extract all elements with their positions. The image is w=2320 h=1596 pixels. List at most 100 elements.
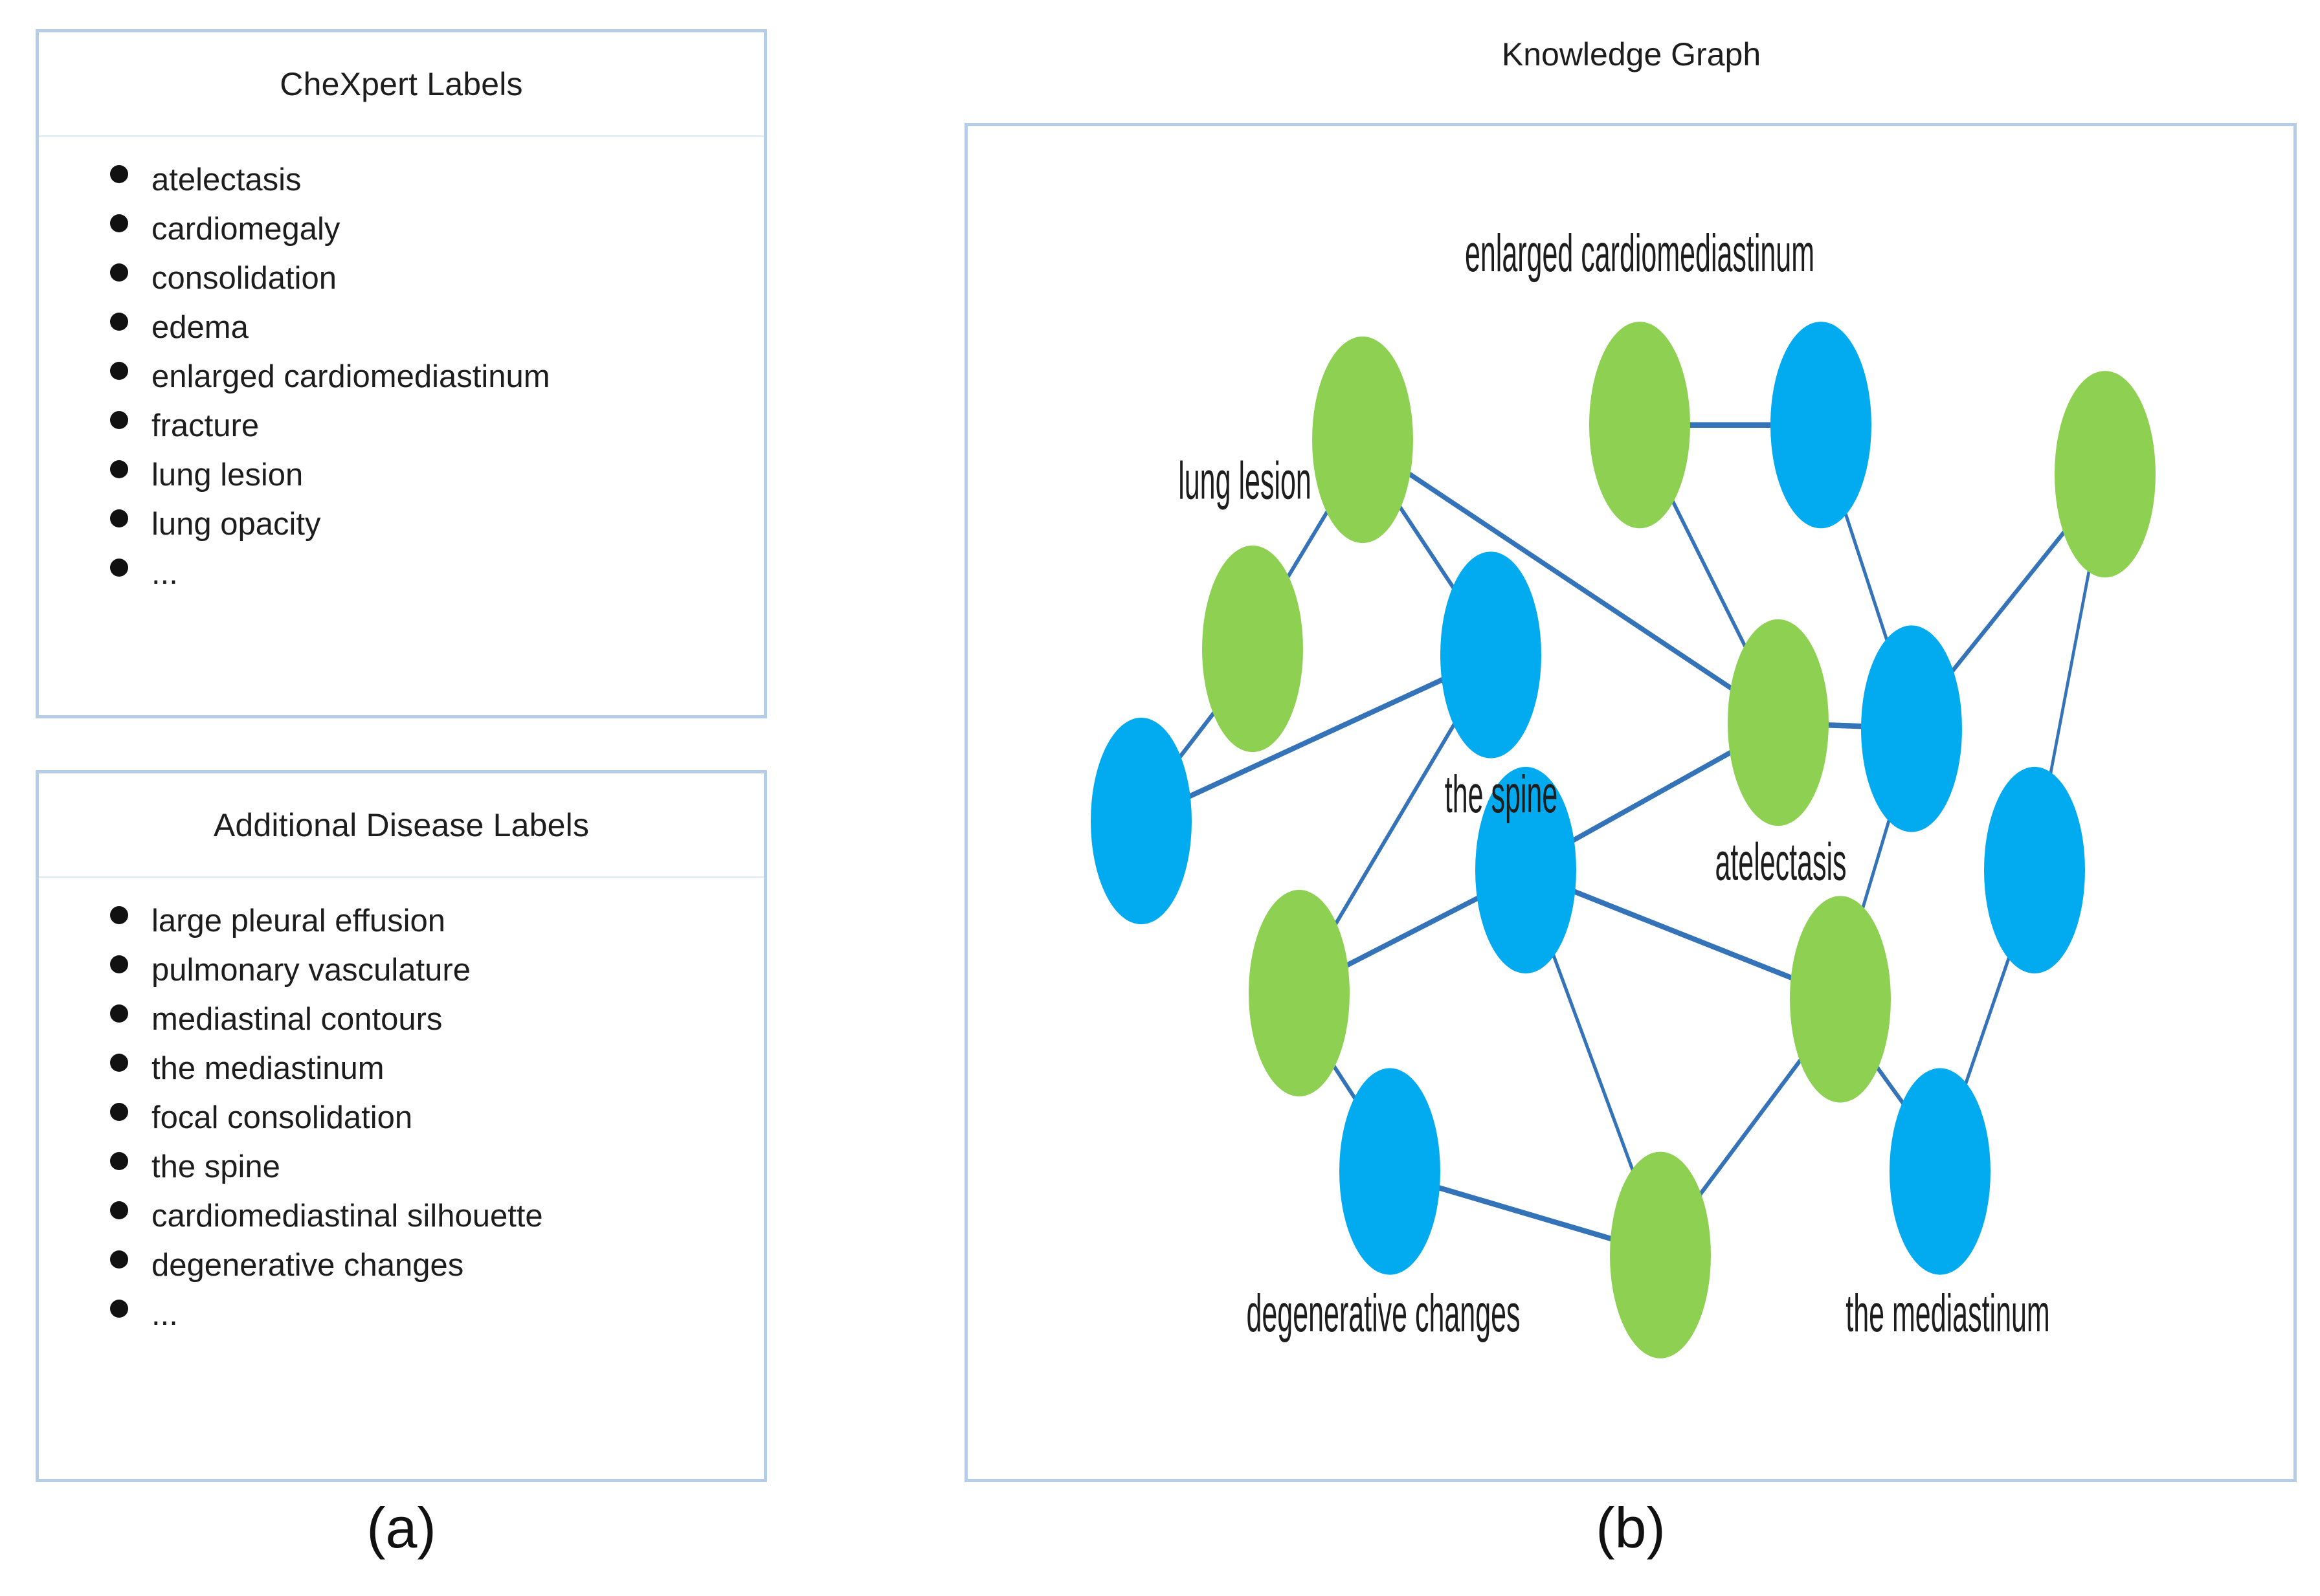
bullet-icon (110, 1103, 128, 1121)
graph-node-green[interactable] (1790, 896, 1891, 1103)
chexpert-label-item-label: edema (151, 310, 249, 345)
graph-edge (1572, 888, 1794, 981)
graph-node-green[interactable] (1610, 1151, 1711, 1358)
bullet-icon (110, 1152, 128, 1170)
graph-node-label: atelectasis (1715, 832, 1846, 891)
bullet-icon (110, 362, 128, 380)
bullet-icon (110, 1201, 128, 1219)
additional-label-list: large pleural effusion pulmonary vasculat… (39, 896, 764, 1339)
additional-label-item-label: the mediastinum (151, 1051, 385, 1086)
bullet-icon (110, 214, 128, 232)
graph-edge (1398, 503, 1456, 592)
knowledge-graph-panel: enlarged cardiomediastinum lung lesion the… (965, 123, 2297, 1482)
bullet-icon (110, 559, 128, 577)
bullet-icon (110, 411, 128, 429)
additional-label-item: focal consolidation (39, 1093, 764, 1142)
graph-edge (1333, 720, 1456, 928)
graph-edge (1860, 815, 1891, 913)
graph-node-green[interactable] (1728, 619, 1829, 826)
graph-edge (1844, 509, 1889, 644)
graph-edge (1963, 953, 2011, 1088)
graph-node-label: the spine (1445, 764, 1557, 823)
graph-node-label: the mediastinum (1846, 1283, 2049, 1342)
graph-edge (1345, 894, 1480, 969)
additional-panel-title: Additional Disease Labels (213, 806, 590, 843)
graph-edge (1698, 1056, 1803, 1198)
graph-edge (1286, 507, 1330, 581)
additional-label-item: ... (39, 1290, 764, 1339)
chexpert-label-item: lung opacity (39, 500, 764, 549)
additional-label-item-label: focal consolidation (151, 1100, 413, 1135)
chexpert-label-item: cardiomegaly (39, 205, 764, 254)
chexpert-label-item: edema (39, 303, 764, 352)
additional-label-item-label: ... (151, 1297, 178, 1332)
graph-node-blue[interactable] (1440, 551, 1541, 759)
chexpert-label-item: consolidation (39, 254, 764, 303)
knowledge-graph-canvas: enlarged cardiomediastinum lung lesion the… (1091, 223, 2156, 1358)
additional-label-item: the spine (39, 1142, 764, 1191)
bullet-icon (110, 263, 128, 282)
chexpert-label-item-label: consolidation (151, 261, 337, 296)
knowledge-graph-label-layer: enlarged cardiomediastinum lung lesion the… (1178, 223, 2049, 1342)
figure-caption-a: (a) (366, 1496, 436, 1560)
graph-edge (1332, 1062, 1357, 1103)
additional-label-item-label: pulmonary vasculature (151, 953, 471, 988)
chexpert-label-item-label: enlarged cardiomediastinum (151, 359, 550, 394)
bullet-icon (110, 509, 128, 527)
figure-caption-b: (b) (1596, 1496, 1666, 1560)
knowledge-graph-edge-layer (1177, 422, 2091, 1242)
chexpert-label-item: ... (39, 549, 764, 598)
graph-node-blue[interactable] (1339, 1068, 1440, 1275)
graph-edge (1177, 709, 1216, 761)
additional-label-item: cardiomediastinal silhouette (39, 1191, 764, 1241)
graph-node-blue[interactable] (1091, 717, 1192, 925)
graph-edge (1950, 528, 2066, 675)
additional-disease-labels-panel: Additional Disease Labels large pleural … (36, 770, 767, 1482)
chexpert-labels-panel: CheXpert Labels atelectasis cardiomegaly c… (36, 29, 767, 718)
graph-node-label: lung lesion (1178, 451, 1311, 510)
graph-node-blue[interactable] (1890, 1068, 1991, 1275)
chexpert-label-item: enlarged cardiomediastinum (39, 352, 764, 401)
graph-edge (1437, 1184, 1613, 1242)
additional-label-item: large pleural effusion (39, 896, 764, 946)
chexpert-label-item-label: lung opacity (151, 507, 321, 542)
graph-edge (1407, 471, 1734, 692)
knowledge-graph-node-layer (1091, 322, 2156, 1358)
graph-node-green[interactable] (2055, 371, 2156, 578)
graph-node-green[interactable] (1249, 889, 1350, 1097)
graph-node-blue[interactable] (1770, 322, 1871, 529)
graph-edge (1875, 1063, 1905, 1107)
chexpert-label-item: atelectasis (39, 155, 764, 205)
chexpert-panel-header: CheXpert Labels (39, 32, 764, 137)
chexpert-label-item-label: atelectasis (151, 162, 302, 197)
additional-label-item-label: degenerative changes (151, 1248, 464, 1283)
chexpert-label-list: atelectasis cardiomegaly consolidation edem… (39, 155, 764, 598)
additional-label-item: pulmonary vasculature (39, 946, 764, 995)
chexpert-label-item-label: lung lesion (151, 458, 304, 493)
chexpert-label-item: fracture (39, 401, 764, 450)
bullet-icon (110, 1300, 128, 1318)
graph-node-green[interactable] (1312, 336, 1413, 544)
additional-label-item-label: the spine (151, 1149, 280, 1184)
chexpert-label-item-label: ... (151, 556, 178, 591)
bullet-icon (110, 1250, 128, 1269)
bullet-icon (110, 313, 128, 331)
chexpert-panel-body: atelectasis cardiomegaly consolidation edem… (39, 137, 764, 598)
graph-node-green[interactable] (1589, 322, 1690, 529)
graph-node-blue[interactable] (1475, 766, 1576, 974)
graph-node-blue[interactable] (1861, 625, 1962, 832)
chexpert-label-item-label: cardiomegaly (151, 212, 340, 247)
graph-node-green[interactable] (1202, 545, 1303, 753)
graph-node-label: enlarged cardiomediastinum (1465, 223, 1814, 282)
additional-panel-header: Additional Disease Labels (39, 773, 764, 878)
graph-edge (2048, 567, 2091, 777)
additional-label-item-label: large pleural effusion (151, 903, 446, 938)
additional-label-item: mediastinal contours (39, 995, 764, 1044)
graph-node-blue[interactable] (1984, 766, 2085, 974)
graph-node-label: degenerative changes (1246, 1283, 1520, 1342)
chexpert-label-item: lung lesion (39, 450, 764, 500)
bullet-icon (110, 1054, 128, 1072)
additional-label-item: the mediastinum (39, 1044, 764, 1093)
bullet-icon (110, 906, 128, 924)
additional-label-item: degenerative changes (39, 1241, 764, 1290)
